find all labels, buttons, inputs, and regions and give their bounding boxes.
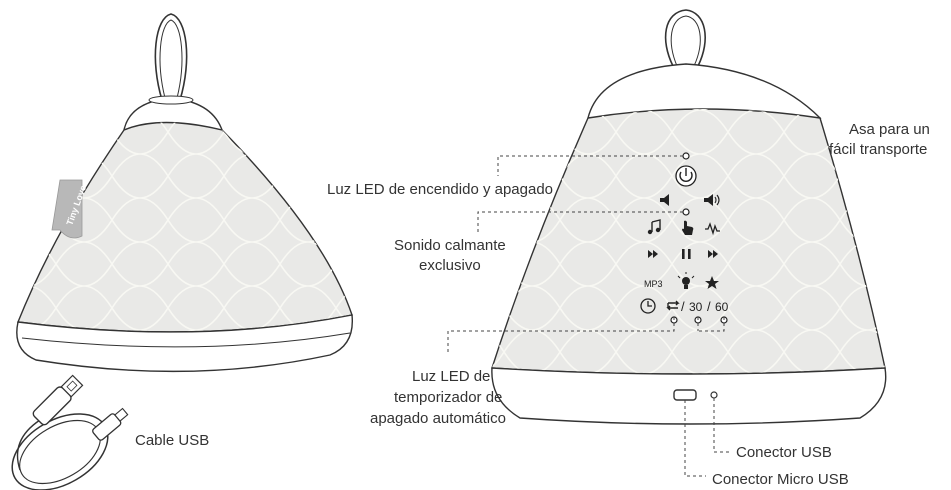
repeat-icon[interactable]: [666, 300, 680, 311]
volume-down-icon[interactable]: [660, 194, 669, 206]
timer-60-label[interactable]: 60: [715, 300, 729, 314]
light-bulb-icon[interactable]: [677, 272, 695, 289]
brand-tag: Tiny Love: [51, 179, 88, 239]
label-handle-line2: fácil transporte: [829, 141, 927, 158]
left-base: [16, 314, 354, 373]
micro-usb-port: [673, 389, 697, 401]
label-micro-usb-connector: Conector Micro USB: [712, 471, 849, 488]
timer-slash-2: /: [707, 299, 711, 314]
left-speaker: Tiny Love: [16, 13, 354, 373]
previous-icon[interactable]: [648, 250, 658, 258]
label-usb-cable: Cable USB: [135, 432, 209, 449]
music-note-icon[interactable]: [647, 219, 661, 235]
clock-icon[interactable]: [640, 298, 656, 314]
label-calming-sound-line2: exclusivo: [419, 257, 481, 274]
next-icon[interactable]: [708, 250, 718, 258]
right-speaker: [491, 9, 887, 425]
pause-icon[interactable]: [682, 249, 691, 259]
label-usb-connector: Conector USB: [736, 444, 832, 461]
soundwave-icon[interactable]: [705, 222, 720, 236]
control-panel: MP3 / 30 / 60: [640, 152, 729, 324]
touch-hand-icon[interactable]: [682, 220, 694, 235]
label-power-led: Luz LED de encendido y apagado: [327, 181, 553, 198]
mp3-label[interactable]: MP3: [644, 279, 663, 289]
label-timer-led-line3: apagado automático: [370, 410, 506, 427]
timer-30-label[interactable]: 30: [689, 300, 703, 314]
label-calming-sound-line1: Sonido calmante: [394, 237, 506, 254]
star-icon[interactable]: [705, 276, 719, 289]
label-timer-led-line2: temporizador de: [394, 389, 502, 406]
power-icon[interactable]: [675, 165, 697, 187]
power-led: [682, 152, 690, 160]
label-timer-led-line1: Luz LED de: [412, 368, 490, 385]
label-handle-line1: Asa para un: [849, 121, 930, 138]
volume-up-icon[interactable]: [704, 194, 720, 206]
calming-sound-led: [682, 208, 690, 216]
usb-cable: [11, 374, 129, 490]
usb-led: [710, 391, 718, 399]
left-handle: [154, 13, 188, 101]
callout-lines: [447, 155, 730, 477]
timer-slash-1: /: [681, 299, 685, 314]
right-handle: [664, 9, 706, 67]
